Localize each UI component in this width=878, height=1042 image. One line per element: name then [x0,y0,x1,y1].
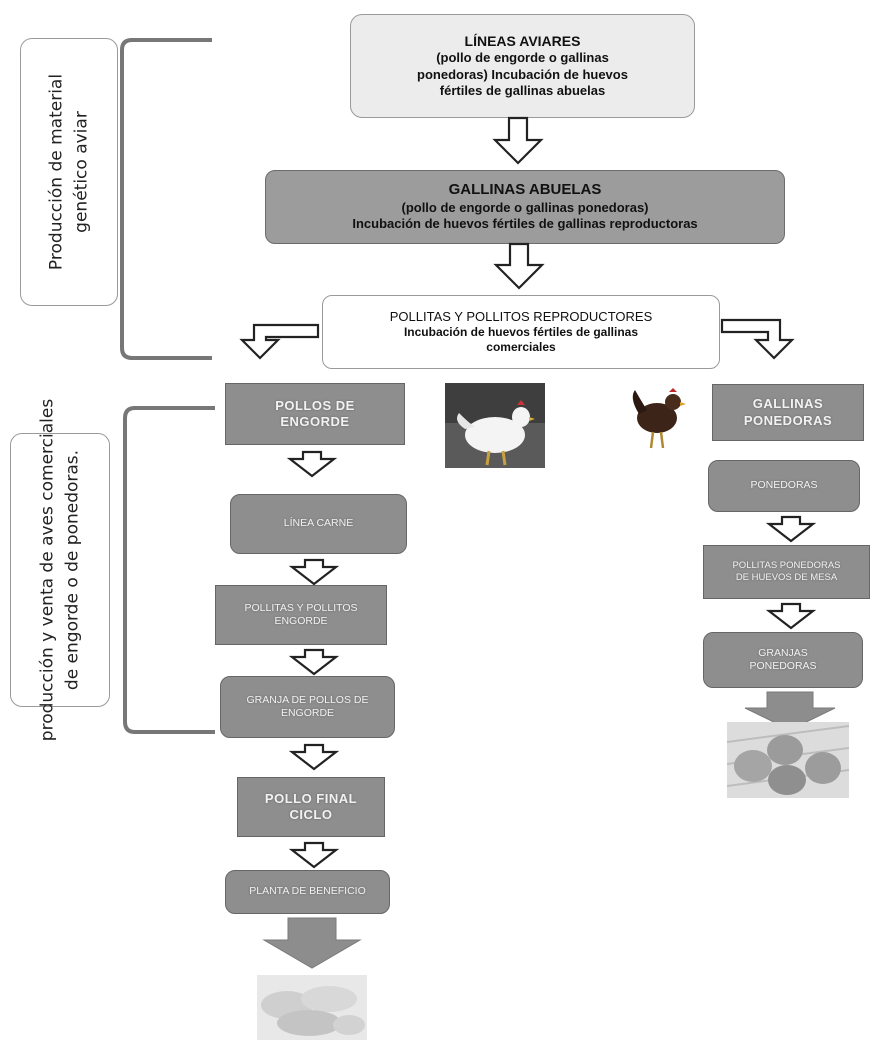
node-pollos-engorde: POLLOS DE ENGORDE [225,383,405,445]
node-pollo-final: POLLO FINAL CICLO [237,777,385,837]
arrow-engorde-4 [288,743,340,771]
node-linea-carne-line1: LÍNEA CARNE [283,517,354,530]
arrow-ponedoras-1 [765,515,817,543]
node-gallinas-ponedoras: GALLINAS PONEDORAS [712,384,864,441]
laying-hen-image [632,388,686,449]
node-gallinas-ponedoras-line1: GALLINAS [752,396,824,412]
bottom-bracket [123,406,215,734]
node-pollo-final-line1: POLLO FINAL [264,790,358,806]
arrow-solid-ponedoras [744,691,836,731]
node-ponedoras: PONEDORAS [708,460,860,512]
node-gallinas-abuelas-line1: (pollo de engorde o gallinas ponedoras) [401,200,649,216]
node-granjas-ponedoras-line1: GRANJAS [758,646,808,659]
arrow-engorde-1 [286,450,338,478]
arrow-engorde-3 [288,648,340,676]
arrow-ponedoras-2 [765,602,817,630]
node-pollos-engorde-line1: POLLOS DE [275,397,355,413]
arrow-branch-left [239,323,320,360]
node-reproductores-line2: comerciales [486,340,556,355]
processed-chickens-image [257,975,367,1040]
node-lineas-aviares-line2: ponedoras) Incubación de huevos [417,66,628,82]
node-lineas-aviares-line1: (pollo de engorde o gallinas [436,50,609,66]
node-pollitos-engorde: POLLITAS Y POLLITOS ENGORDE [215,585,387,645]
node-reproductores-line1: Incubación de huevos fértiles de gallina… [403,325,639,340]
node-pollitos-engorde-line2: ENGORDE [274,615,328,627]
broiler-chicken-image [445,383,545,468]
node-pollitas-ponedoras-line1: POLLITAS PONEDORAS [732,560,841,572]
node-planta-beneficio: PLANTA DE BENEFICIO [225,870,390,914]
node-reproductores: POLLITAS Y POLLITOS REPRODUCTORES Incuba… [322,295,720,369]
node-granja-pollos: GRANJA DE POLLOS DE ENGORDE [220,676,395,738]
node-planta-beneficio-line1: PLANTA DE BENEFICIO [249,885,366,898]
side-label-commercial: producción y venta de aves comerciales d… [10,399,110,741]
node-gallinas-abuelas-line2: Incubación de huevos fértiles de gallina… [352,216,698,232]
node-pollitas-ponedoras: POLLITAS PONEDORAS DE HUEVOS DE MESA [703,545,870,599]
node-gallinas-abuelas-title: GALLINAS ABUELAS [448,181,602,199]
top-bracket [120,38,212,360]
node-gallinas-ponedoras-line2: PONEDORAS [743,412,833,428]
node-gallinas-abuelas: GALLINAS ABUELAS (pollo de engorde o gal… [265,170,785,244]
node-lineas-aviares-line3: fértiles de gallinas abuelas [439,82,606,98]
arrow-branch-right [720,318,795,360]
node-granjas-ponedoras-line2: PONEDORAS [749,660,817,672]
node-pollos-engorde-line2: ENGORDE [280,414,350,429]
node-reproductores-title: POLLITAS Y POLLITOS REPRODUCTORES [389,308,653,324]
node-ponedoras-line1: PONEDORAS [750,479,818,492]
node-granja-pollos-line1: GRANJA DE POLLOS DE [246,693,369,706]
arrow-engorde-2 [288,558,340,586]
node-granjas-ponedoras: GRANJAS PONEDORAS [703,632,863,688]
arrow-engorde-5 [288,841,340,869]
node-granja-pollos-line2: ENGORDE [280,707,335,719]
side-label-genetic: Producción de material genético aviar [20,38,118,306]
eggs-image [727,722,849,798]
arrow-down-1 [492,116,544,165]
node-lineas-aviares: LÍNEAS AVIARES (pollo de engorde o galli… [350,14,695,118]
node-pollitas-ponedoras-line2: DE HUEVOS DE MESA [735,572,838,583]
arrow-down-2 [493,242,545,290]
node-pollitos-engorde-line1: POLLITAS Y POLLITOS [244,601,358,614]
node-linea-carne: LÍNEA CARNE [230,494,407,554]
node-lineas-aviares-title: LÍNEAS AVIARES [464,32,581,49]
node-pollo-final-line2: CICLO [289,807,333,822]
arrow-solid-engorde [262,917,362,969]
